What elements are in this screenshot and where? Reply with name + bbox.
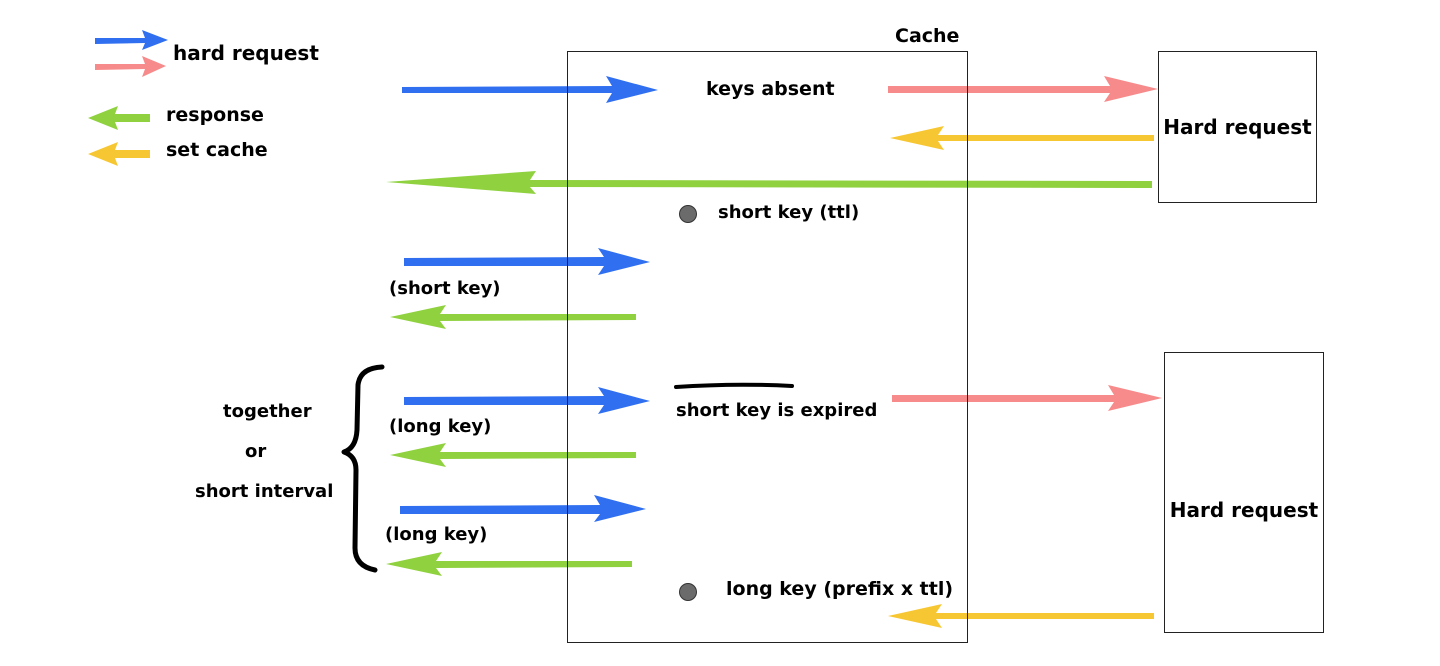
curly-brace [341,364,385,573]
legend-response-label: response [166,104,264,126]
cache-title: Cache [895,25,960,47]
request-arrow-4 [400,495,646,522]
or-label: or [245,441,267,462]
long-key-prefix-label: long key (prefix x ttl) [726,578,954,600]
short-key-ttl-label: short key (ttl) [718,202,860,223]
together-label: together [223,401,312,422]
response-arrow-4 [386,552,632,576]
set-cache-arrow-2 [888,604,1154,628]
long-key-left-label-2: (long key) [385,524,488,545]
legend-red-arrow [95,56,166,77]
response-arrow-3 [390,443,636,467]
response-arrow-1 [386,171,1152,194]
hard-request-arrow-2 [892,385,1162,411]
hard-request-bottom-label: Hard request [1169,498,1319,522]
hard-request-box-bottom: Hard request [1164,352,1324,633]
short-key-dot [679,205,697,223]
hard-request-top-label: Hard request [1163,115,1312,139]
hard-request-box-top: Hard request [1158,51,1317,203]
legend-hard-request-label: hard request [173,41,319,65]
legend-green-arrow [88,106,150,130]
short-interval-label: short interval [195,481,334,502]
hard-request-arrow-1 [888,76,1158,102]
request-arrow-2 [404,248,650,275]
legend-blue-arrow [95,30,168,50]
response-arrow-2 [390,305,636,329]
legend-yellow-arrow [88,142,150,166]
cache-box [567,51,968,643]
legend-set-cache-label: set cache [166,139,268,161]
keys-absent-label: keys absent [706,78,835,100]
short-key-left-label: (short key) [389,278,501,299]
set-cache-arrow-1 [890,126,1154,150]
request-arrow-3 [404,387,650,414]
long-key-left-label-1: (long key) [389,416,492,437]
request-arrow-1 [402,76,658,103]
short-key-expired-label: short key is expired [676,400,878,421]
expired-strike-line [674,382,794,389]
long-key-dot [679,583,697,601]
